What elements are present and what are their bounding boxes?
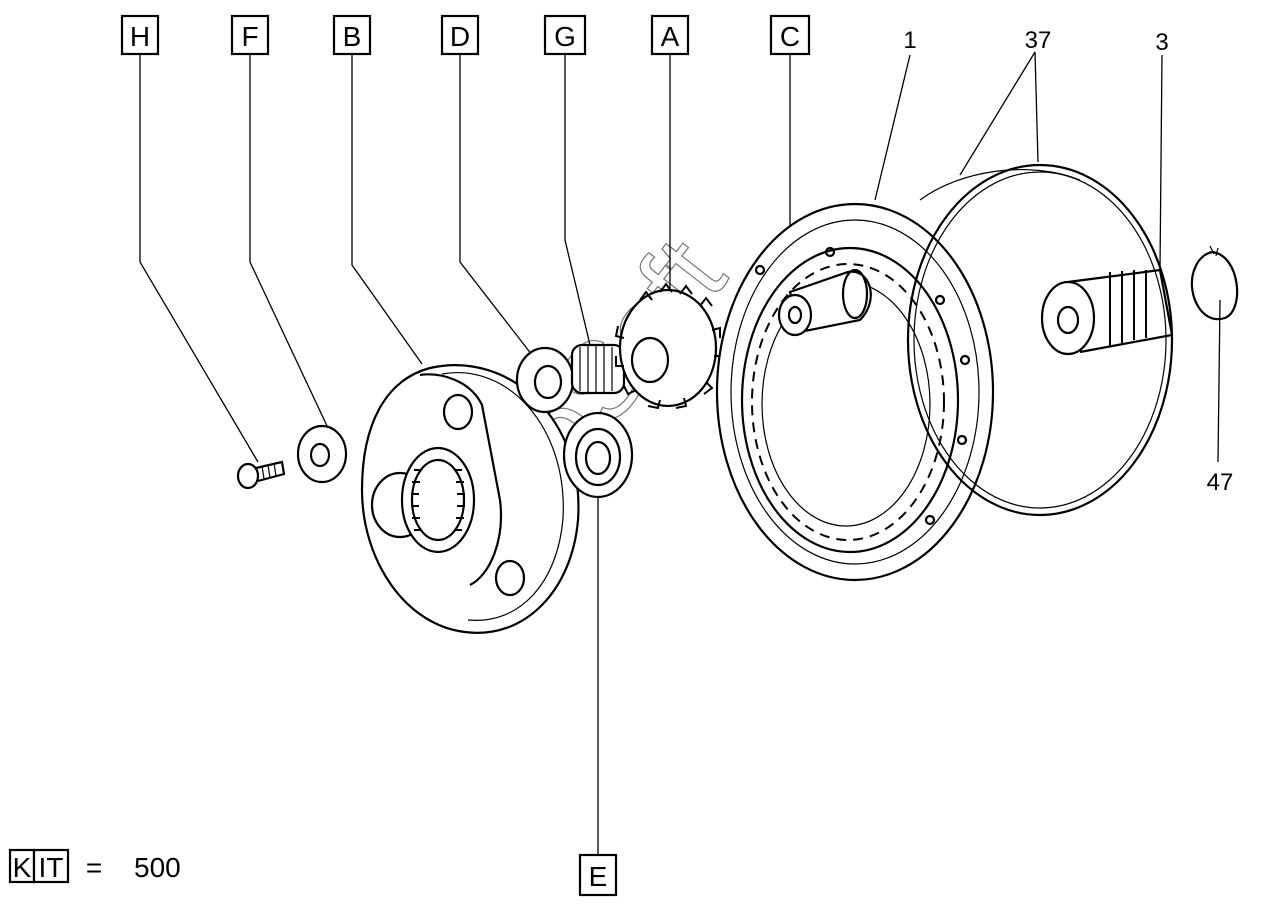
part-e-bearing bbox=[562, 411, 634, 499]
svg-text:B: B bbox=[343, 21, 362, 52]
kit-legend: K IT = 500 bbox=[8, 848, 181, 884]
part-b-carrier bbox=[360, 364, 580, 634]
svg-text:G: G bbox=[554, 21, 576, 52]
svg-text:C: C bbox=[780, 21, 800, 52]
kit-box-it: IT bbox=[32, 848, 70, 884]
label-1: 1 bbox=[903, 27, 916, 54]
label-c: C bbox=[769, 14, 811, 56]
svg-text:A: A bbox=[661, 21, 680, 52]
part-1-ring-gear bbox=[715, 202, 995, 582]
part-h-screw bbox=[236, 460, 286, 490]
label-g: G bbox=[543, 14, 587, 56]
part-37-o-rings bbox=[906, 163, 1174, 517]
part-g-needle-bearing bbox=[570, 343, 626, 395]
label-h: H bbox=[120, 14, 160, 56]
part-3-gear-shaft bbox=[1040, 268, 1174, 356]
part-f-washer bbox=[296, 424, 348, 484]
kit-equals: = bbox=[86, 852, 102, 883]
part-c-sun-shaft bbox=[777, 268, 872, 337]
part-47-circlip bbox=[1190, 245, 1239, 321]
label-47: 47 bbox=[1207, 469, 1234, 496]
label-e: E bbox=[578, 853, 618, 897]
part-a-planet-gear bbox=[614, 282, 724, 410]
label-37: 37 bbox=[1025, 27, 1052, 54]
label-3: 3 bbox=[1155, 29, 1168, 56]
svg-text:D: D bbox=[450, 21, 470, 52]
svg-text:E: E bbox=[589, 861, 608, 892]
label-b: B bbox=[332, 14, 372, 56]
label-d: D bbox=[440, 14, 480, 56]
svg-text:F: F bbox=[241, 21, 258, 52]
label-a: A bbox=[650, 14, 690, 56]
kit-box-k: K bbox=[8, 848, 36, 884]
leader-lines bbox=[139, 51, 1221, 855]
label-f: F bbox=[230, 14, 270, 56]
svg-text:H: H bbox=[130, 21, 150, 52]
part-d-washer bbox=[515, 346, 575, 414]
svg-text:IT: IT bbox=[39, 852, 64, 883]
kit-value: 500 bbox=[134, 852, 181, 883]
svg-text:K: K bbox=[13, 852, 32, 883]
